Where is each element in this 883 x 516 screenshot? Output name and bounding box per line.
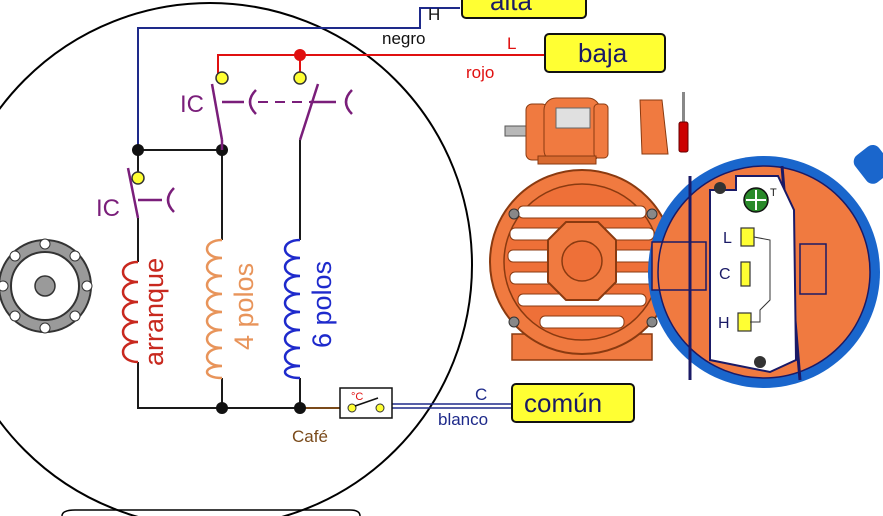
cafe-label: Café (292, 427, 328, 446)
terminal-c-label: C (719, 266, 731, 283)
terminal-internal-wire (750, 236, 771, 323)
motor-photo-icon (504, 97, 609, 165)
terminal-l (740, 227, 755, 247)
6-polos-label: 6 polos (307, 261, 337, 348)
coil-6-polos (283, 238, 301, 380)
junction-4 (294, 402, 306, 414)
comun-box: común (511, 383, 635, 423)
h-label: H (428, 5, 440, 24)
arranque-label: arranque (139, 258, 169, 366)
junction-red (294, 49, 306, 61)
baja-box: baja (544, 33, 666, 73)
wire-low (217, 54, 545, 78)
thermal-protector (339, 387, 393, 419)
terminal-h (737, 312, 752, 332)
terminal-c (740, 261, 751, 287)
comun-label: común (524, 388, 602, 418)
alta-label: alta (490, 0, 532, 16)
alta-box: alta (461, 0, 587, 19)
screwdriver-icon (639, 92, 689, 155)
motor-end-view (489, 169, 675, 361)
ic-top-label: IC (180, 91, 204, 118)
4-polos-label: 4 polos (229, 263, 259, 350)
magnifier (648, 144, 883, 388)
blanco-label: blanco (438, 410, 488, 429)
c-label: C (475, 385, 487, 404)
terminal-h-label: H (718, 315, 730, 332)
terminal-t-label: T (770, 187, 777, 199)
motor-housing-outline (0, 2, 473, 516)
terminal-t-icon (743, 187, 769, 213)
terminal-l-label: L (723, 230, 732, 247)
wire-bottom-common (137, 362, 310, 409)
l-label: L (507, 34, 516, 53)
rojo-label: rojo (466, 63, 494, 82)
baja-label: baja (578, 38, 628, 68)
centrifugal-switch-top (210, 71, 353, 150)
ic-left-label: IC (96, 195, 120, 222)
bottom-edge-arc (61, 509, 361, 516)
coil-arranque (121, 260, 139, 364)
junction-1 (132, 144, 144, 156)
centrifugal-switch-left (126, 167, 175, 219)
coil-4-polos (205, 238, 223, 380)
thermal-symbol: °C (351, 391, 363, 403)
junction-3 (216, 402, 228, 414)
wire-high (137, 7, 460, 150)
rotor-icon (0, 238, 93, 334)
negro-label: negro (382, 29, 425, 48)
